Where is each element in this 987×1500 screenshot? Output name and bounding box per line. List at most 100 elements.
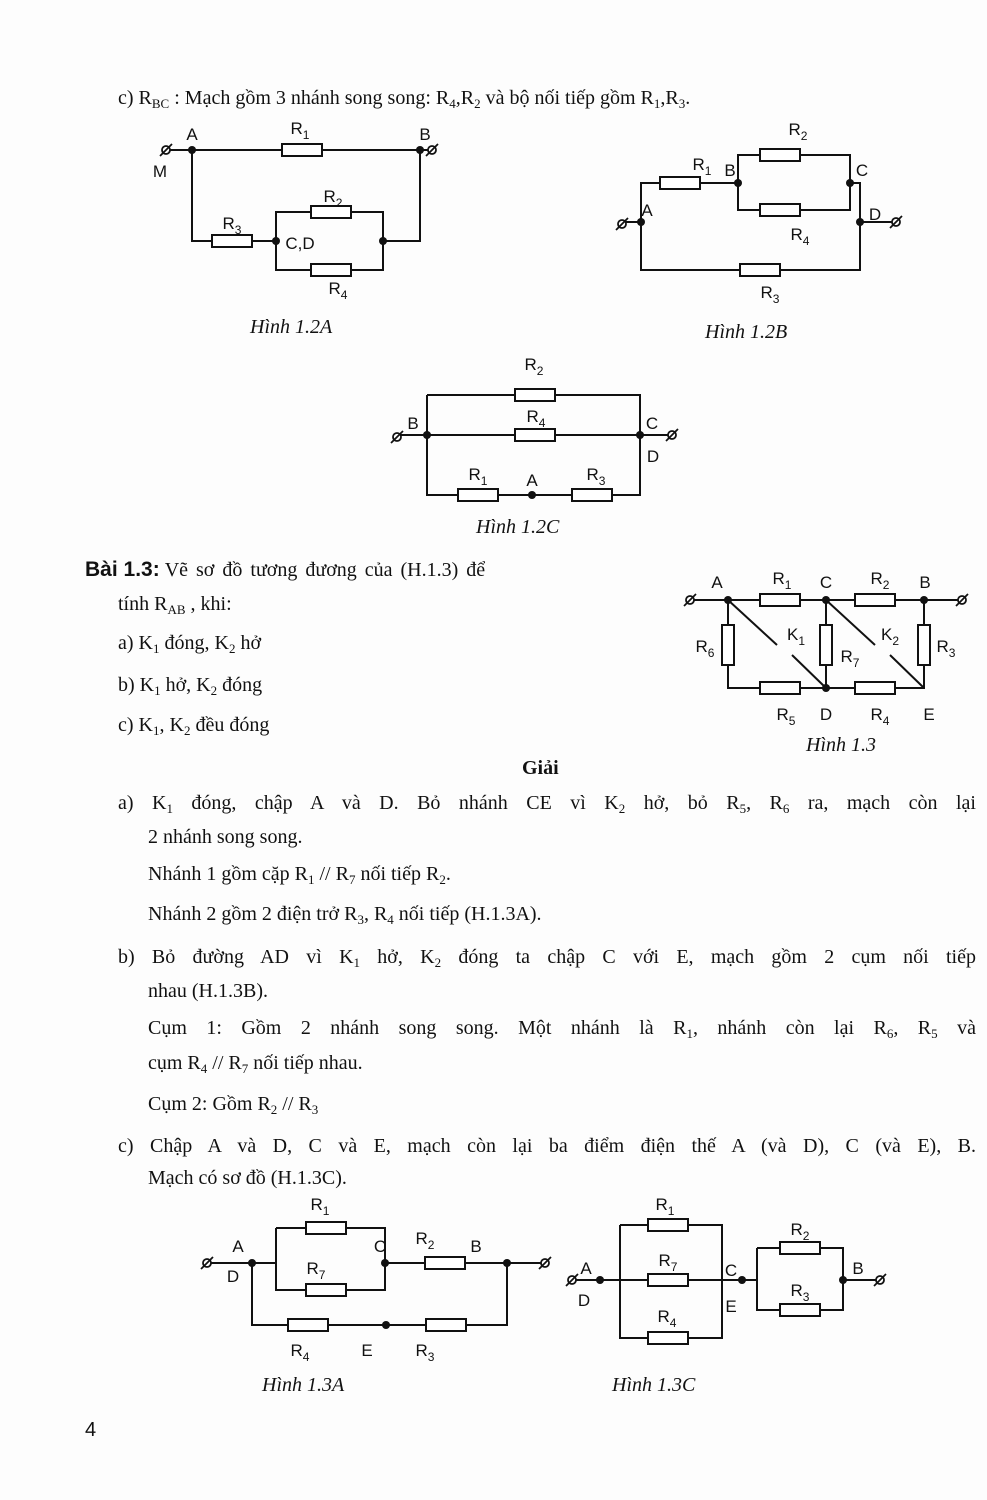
wire [640, 182, 861, 271]
label-d: D [820, 705, 832, 724]
wire [275, 1227, 386, 1291]
label-r4: R4 [527, 407, 546, 430]
resistor [305, 1283, 347, 1297]
junction-node [423, 431, 431, 439]
resistor [917, 624, 931, 666]
label-r1: R1 [656, 1195, 675, 1218]
exercise-case-a: a) K1 đóng, K2 hở [118, 632, 262, 656]
caption-fig-1-2C: Hình 1.2C [476, 516, 560, 538]
resistor [647, 1331, 689, 1345]
resistor [659, 176, 701, 190]
terminal [889, 215, 903, 229]
resistor [759, 148, 801, 162]
solution-line: Nhánh 1 gồm cặp R1 // R7 nối tiếp R2. [148, 863, 451, 887]
label-r7: R7 [841, 647, 860, 670]
junction-node [637, 218, 645, 226]
junction-node [738, 1276, 746, 1284]
label-c: C [646, 414, 658, 433]
terminal-slash [159, 143, 173, 157]
label-r3: R3 [416, 1341, 435, 1364]
label-b: B [470, 1237, 481, 1256]
resistor [211, 234, 253, 248]
resistor [779, 1241, 821, 1255]
terminal [538, 1256, 552, 1270]
terminal-slash [683, 593, 697, 607]
label-r1: R1 [773, 569, 792, 592]
label-b: B [407, 414, 418, 433]
label-c: C [856, 161, 868, 180]
junction-node [379, 237, 387, 245]
label-r3: R3 [587, 465, 606, 488]
junction-node [596, 1276, 604, 1284]
caption-fig-1-3: Hình 1.3 [806, 734, 876, 756]
junction-node [248, 1259, 256, 1267]
exercise-case-c: c) K1, K2 đều đóng [118, 714, 270, 738]
label-k1: K1 [787, 625, 805, 648]
exercise-prompt-2: tính RAB , khi: [118, 593, 232, 617]
wire [426, 394, 641, 496]
caption-fig-1-3A: Hình 1.3A [262, 1374, 345, 1396]
label-d: D [227, 1267, 239, 1286]
resistor [310, 205, 352, 219]
switch-k1-contact [791, 654, 827, 689]
terminal-slash [889, 215, 903, 229]
exercise-prompt: Vẽ sơ đồ tương đương của (H.1.3) để [164, 559, 486, 581]
resistor [647, 1273, 689, 1287]
label-r2: R2 [416, 1229, 435, 1252]
terminal [425, 143, 439, 157]
switch-k2-contact [889, 654, 925, 689]
exercise-case-b: b) K1 hở, K2 đóng [118, 674, 263, 698]
caption-fig-1-3C: Hình 1.3C [612, 1374, 696, 1396]
terminal-slash [665, 428, 679, 442]
label-a: A [186, 125, 198, 144]
label-r7: R7 [659, 1251, 678, 1274]
resistor [457, 488, 499, 502]
junction-node [188, 146, 196, 154]
terminal [955, 593, 969, 607]
terminal [565, 1273, 579, 1287]
solution-line: c) Chập A và D, C và E, mạch còn lại ba … [118, 1135, 976, 1157]
caption-fig-1-2B: Hình 1.2B [705, 321, 788, 343]
label-r2: R2 [871, 569, 890, 592]
label-a: A [232, 1237, 244, 1256]
terminal-slash [955, 593, 969, 607]
terminal [200, 1256, 214, 1270]
resistor [281, 143, 323, 157]
label-r3: R3 [761, 283, 780, 306]
label-k2: K2 [881, 625, 899, 648]
label-r2: R2 [324, 187, 343, 210]
label-r3: R3 [791, 1281, 810, 1304]
label-r4: R4 [329, 279, 348, 302]
junction-node [636, 431, 644, 439]
resistor [759, 681, 801, 695]
resistor [514, 388, 556, 402]
junction-node [856, 218, 864, 226]
junction-node [724, 596, 732, 604]
junction-node [839, 1276, 847, 1284]
wire [756, 1247, 844, 1311]
terminal-slash [200, 1256, 214, 1270]
label-b: B [724, 161, 735, 180]
solution-line: nhau (H.1.3B). [148, 980, 268, 1002]
label-d: D [578, 1291, 590, 1310]
label-c: C [374, 1237, 386, 1256]
terminal-slash [565, 1273, 579, 1287]
junction-node [734, 179, 742, 187]
terminal-slash [615, 217, 629, 231]
label-a: A [711, 573, 723, 592]
label-cd: C,D [285, 234, 314, 253]
label-r5: R5 [777, 705, 796, 728]
label-r1: R1 [693, 155, 712, 178]
junction-node [503, 1259, 511, 1267]
label-r4: R4 [791, 225, 810, 248]
label-r4: R4 [871, 705, 890, 728]
solution-line: b) Bỏ đường AD vì K1 hở, K2 đóng ta chập… [118, 946, 976, 970]
page-number: 4 [85, 1419, 97, 1441]
resistor [514, 428, 556, 442]
